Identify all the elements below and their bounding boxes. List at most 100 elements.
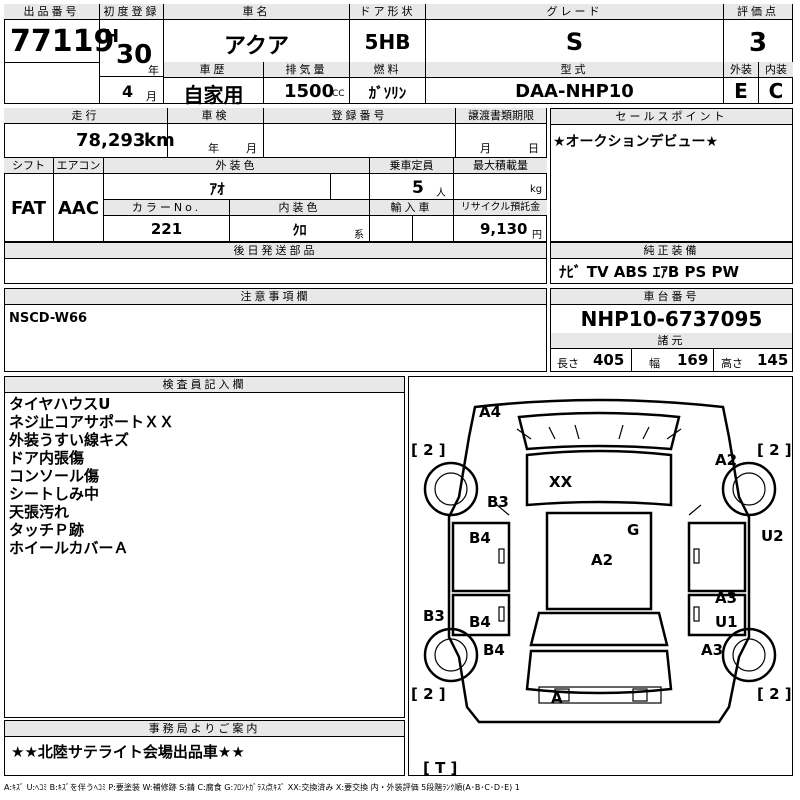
width-value: 169 xyxy=(677,351,709,369)
damage-mark-u2: U2 xyxy=(761,527,784,545)
hood-outline xyxy=(517,411,681,451)
windshield-outline xyxy=(525,449,673,507)
inspector-note-line: 天張汚れ xyxy=(9,503,70,521)
registration-number-label: 登録番号 xyxy=(264,108,455,124)
month-unit: 月 xyxy=(146,90,157,103)
import-cell: 輸入車 xyxy=(370,200,454,242)
inspector-note-line: ドア内張傷 xyxy=(9,449,85,467)
later-parts-panel: 後日発送部品 xyxy=(4,242,547,284)
color-number: 221 xyxy=(150,220,183,238)
chassis-panel: 車台番号 NHP10-6737095 諸元 長さ 405 幅 169 高さ 14… xyxy=(550,288,793,372)
displacement: 1500 xyxy=(284,81,335,102)
office-notice-text: ★★北陸サテライト会場出品車★★ xyxy=(11,743,245,761)
capacity: 5 xyxy=(412,178,424,198)
door-type-cell: ドア形状 5HB xyxy=(350,4,426,62)
score: 3 xyxy=(748,28,768,58)
damage-mark-b4-lower: B4 xyxy=(483,641,505,659)
lot-number-label: 出品番号 xyxy=(4,4,99,20)
history-cell: 車歴 自家用 xyxy=(164,62,264,107)
damage-mark-b4-left: B4 xyxy=(469,529,491,547)
inspection-month-unit: 月 xyxy=(246,142,257,155)
air-conditioner-cell: エアコン AAC xyxy=(54,158,104,242)
fuel-cell: 燃料 ｶﾞｿﾘﾝ xyxy=(350,62,426,104)
interior-color: ｸﾛ xyxy=(292,223,307,239)
rear-bumper xyxy=(538,686,662,704)
inspection-label: 車検 xyxy=(168,108,263,124)
notes-panel: 注意事項欄 NSCD-W66 xyxy=(4,288,547,372)
equipment-list: ﾅﾋﾞ TV ABS ｴｱB PS PW xyxy=(559,263,740,281)
trunk-outline xyxy=(525,649,673,695)
displacement-unit: CC xyxy=(332,89,345,99)
tire-front-right xyxy=(721,461,777,517)
interior-color-unit: 系 xyxy=(354,230,364,241)
shift-cell: シフト FAT xyxy=(4,158,54,242)
era: H xyxy=(104,26,120,47)
inspector-note-line: タイヤハウスU xyxy=(9,395,111,413)
car-damage-diagram: A4 A2 XX B3 G B4 A2 U2 A3 B3 B4 U1 B4 A3… xyxy=(411,398,792,775)
capacity-cell: 乗車定員 5 人 xyxy=(370,158,454,200)
color-number-label: カラーNo. xyxy=(104,200,229,216)
shift-label: シフト xyxy=(4,158,53,174)
import-label: 輸入車 xyxy=(370,200,453,216)
max-load-unit: kg xyxy=(530,184,543,195)
model: DAA-NHP10 xyxy=(515,81,634,102)
exterior-grade-cell: 外装 E xyxy=(724,62,759,104)
inspection-cell: 車検 年 月 xyxy=(168,108,264,158)
transfer-deadline-cell: 譲渡書類期限 月 日 xyxy=(456,108,547,158)
fuel-label: 燃料 xyxy=(350,62,425,78)
damage-legend: A:ｷｽﾞ U:ﾍｺﾐ B:ｷｽﾞを伴うﾍｺﾐ P:要塗装 W:補修跡 S:錆 … xyxy=(4,783,520,792)
inspector-label: 検査員記入欄 xyxy=(5,377,404,393)
car-name-cell: 車名 アクア xyxy=(164,4,350,62)
tire-front-left xyxy=(423,461,479,517)
recycle-unit: 円 xyxy=(532,230,542,241)
exterior-color-label: 外装色 xyxy=(104,158,369,174)
damage-mark-a2-front-right: A2 xyxy=(715,451,737,469)
right-rear-door xyxy=(687,593,747,637)
vehicle-details-sheet xyxy=(4,108,547,242)
car-name-label: 車名 xyxy=(164,4,349,20)
tire-rear-left xyxy=(423,627,479,683)
interior-label: 内装 xyxy=(759,62,793,78)
max-load-label: 最大積載量 xyxy=(454,158,547,174)
registration-year: 30 xyxy=(116,40,153,70)
office-notice-label: 事務局よりご案内 xyxy=(5,721,404,737)
left-front-door xyxy=(451,521,511,593)
equipment-panel: 純正装備 ﾅﾋﾞ TV ABS ｴｱB PS PW xyxy=(550,242,793,284)
grade-cell: グレード S xyxy=(426,4,724,62)
length-value: 405 xyxy=(593,351,625,369)
damage-diagram-panel: A4 A2 XX B3 G B4 A2 U2 A3 B3 B4 U1 B4 A3… xyxy=(408,376,793,776)
score-label: 評価点 xyxy=(724,4,792,20)
auction-header-sheet xyxy=(4,4,793,104)
width-label: 幅 xyxy=(649,357,660,370)
history-label: 車歴 xyxy=(164,62,263,78)
first-registration-cell: 初度登録 H 30 年 4 月 xyxy=(100,4,164,104)
capacity-unit: 人 xyxy=(436,188,446,199)
mileage-cell: 走行 78,293 km xyxy=(4,108,175,158)
exterior-label: 外装 xyxy=(724,62,758,78)
left-rear-door xyxy=(451,593,511,637)
year-unit: 年 xyxy=(148,64,159,77)
model-cell: 型式 DAA-NHP10 xyxy=(426,62,724,104)
chassis-number: NHP10-6737095 xyxy=(580,307,763,331)
chassis-label: 車台番号 xyxy=(551,289,792,305)
damage-mark-a2-center: A2 xyxy=(591,551,613,569)
tire-label-rear-left: [ 2 ] xyxy=(411,685,446,703)
lot-number-cell: 出品番号 77119 xyxy=(4,4,114,104)
damage-mark-u1: U1 xyxy=(715,613,738,631)
exterior-color-cell: 外装色 ｱｵ xyxy=(104,158,370,200)
interior-grade: C xyxy=(768,79,784,103)
damage-mark-b3-upper: B3 xyxy=(487,493,509,511)
inspector-note-line: タッチＰ跡 xyxy=(9,521,85,539)
tire-label-front-right: [ 2 ] xyxy=(757,441,792,459)
displacement-cell: 排気量 1500 CC xyxy=(264,62,350,104)
lot-number: 77119 xyxy=(10,24,115,59)
roof-outline xyxy=(545,511,653,611)
notes-label: 注意事項欄 xyxy=(5,289,546,305)
inspector-note-line: コンソール傷 xyxy=(9,467,100,485)
grade-label: グレード xyxy=(426,4,723,20)
equipment-label: 純正装備 xyxy=(551,243,792,259)
shift: FAT xyxy=(10,198,47,219)
body-outline xyxy=(447,398,751,724)
rear-window-outline xyxy=(529,611,669,647)
